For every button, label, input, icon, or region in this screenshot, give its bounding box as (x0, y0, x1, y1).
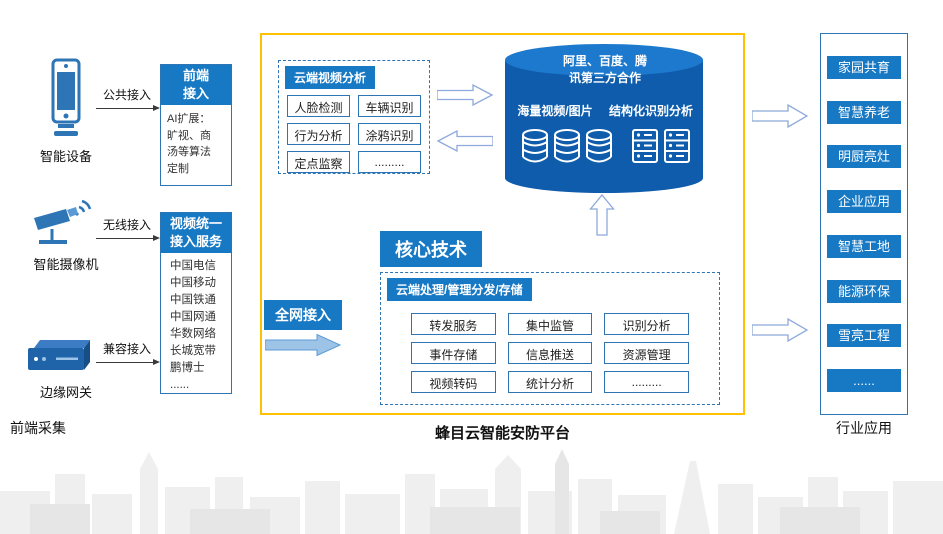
provider-item: 华数网络 (170, 328, 216, 340)
analysis-item: 车辆识别 (358, 95, 421, 117)
frontend-access-panel: 前端 接入 AI扩展： 旷视、商 汤等算法 定制 (160, 64, 232, 186)
processing-item: ......... (604, 371, 689, 393)
right-thin-arrow-icon (96, 235, 160, 241)
industry-panel: 家园共育智慧养老明厨亮灶企业应用智慧工地能源环保雪亮工程...... (820, 33, 908, 415)
provider-item: ...... (170, 379, 190, 391)
industry-app-item: 企业应用 (827, 190, 901, 214)
processing-item: 视频转码 (411, 371, 496, 393)
access-link-wireless: 无线接入 (96, 216, 160, 241)
industry-app-item: 能源环保 (827, 279, 901, 303)
access-label: 兼容接入 (102, 342, 151, 356)
flow-arrow-left-icon (437, 130, 493, 152)
right-thin-arrow-icon (96, 105, 160, 111)
provider-item: 中国电信 (170, 260, 216, 272)
cloud-analysis-group: 云端视频分析 人脸检测车辆识别行为分析涂鸦识别定点监察......... (278, 60, 430, 174)
server-rack-icon (632, 129, 658, 163)
frontend-access-body: AI扩展： 旷视、商 汤等算法 定制 (167, 113, 211, 175)
to-industry-arrow-top-icon (752, 104, 808, 128)
provider-item: 中国网通 (170, 311, 216, 323)
access-link-compatible: 兼容接入 (96, 340, 160, 365)
network-access-arrow-icon (265, 333, 341, 357)
smart-camera-icon (34, 199, 92, 244)
provider-list: 中国电信中国移动中国铁通中国网通华数网络长城宽带鹏博士...... (161, 253, 231, 394)
industry-app-item: 智慧工地 (827, 234, 901, 258)
industry-app-item: 智慧养老 (827, 100, 901, 124)
processing-item: 信息推送 (507, 342, 593, 364)
core-tech-label: 核心技术 (380, 231, 482, 267)
mass-video-label: 海量视频/图片 (517, 104, 593, 118)
access-link-public: 公共接入 (96, 86, 160, 111)
database-stack-icon (554, 129, 580, 163)
database-stack-icon (522, 129, 548, 163)
network-access-label: 全网接入 (264, 300, 342, 330)
industry-app-item: 明厨亮灶 (827, 145, 901, 169)
frontend-section-label: 前端采集 (10, 420, 66, 436)
analysis-item: 人脸检测 (287, 95, 350, 117)
video-access-title: 视频统一 接入服务 (161, 213, 231, 253)
provider-item: 长城宽带 (170, 345, 216, 357)
processing-item: 集中监管 (507, 313, 593, 335)
flow-arrow-right-icon (437, 84, 493, 106)
video-access-panel: 视频统一 接入服务 中国电信中国移动中国铁通中国网通华数网络长城宽带鹏博士...… (160, 212, 232, 394)
processing-item: 转发服务 (411, 313, 496, 335)
processing-item: 识别分析 (604, 313, 689, 335)
right-thin-arrow-icon (96, 359, 160, 365)
cloud-analysis-grid: 人脸检测车辆识别行为分析涂鸦识别定点监察......... (287, 95, 421, 173)
device-label: 边缘网关 (39, 385, 92, 400)
industry-list: 家园共育智慧养老明厨亮灶企业应用智慧工地能源环保雪亮工程...... (821, 34, 907, 414)
provider-item: 中国移动 (170, 277, 216, 289)
processing-item: 资源管理 (604, 342, 689, 364)
industry-app-item: 家园共育 (827, 55, 901, 79)
city-skyline (0, 449, 943, 534)
cloud-database-cylinder (505, 44, 703, 193)
provider-item: 鹏博士 (170, 362, 205, 374)
smart-device-icon (51, 58, 81, 136)
database-stack-icon (586, 129, 612, 163)
analysis-item: 定点监察 (287, 151, 350, 173)
analysis-item: 涂鸦识别 (358, 123, 421, 145)
device-label: 智能设备 (39, 149, 92, 164)
processing-item: 事件存储 (411, 342, 496, 364)
server-rack-icon (664, 129, 690, 163)
platform-section-label: 蜂目云智能安防平台 (434, 425, 570, 442)
cloud-processing-title: 云端处理/管理分发/存储 (387, 278, 532, 301)
structured-analysis-label: 结构化识别分析 (608, 104, 693, 118)
industry-app-item: 雪亮工程 (827, 324, 901, 348)
cloud-analysis-title: 云端视频分析 (285, 66, 376, 89)
industry-app-item: ...... (827, 369, 901, 393)
edge-gateway-icon (28, 340, 90, 370)
analysis-item: ......... (358, 151, 421, 173)
industry-section-label: 行业应用 (836, 420, 892, 436)
access-label: 公共接入 (102, 88, 151, 102)
cloud-processing-group: 云端处理/管理分发/存储 转发服务集中监管识别分析事件存储信息推送资源管理视频转… (380, 272, 720, 405)
frontend-access-title: 前端 接入 (161, 65, 231, 105)
provider-item: 中国铁通 (170, 294, 216, 306)
flow-arrow-up-icon (589, 194, 615, 236)
cloud-processing-grid: 转发服务集中监管识别分析事件存储信息推送资源管理视频转码统计分析........… (411, 313, 689, 393)
to-industry-arrow-bottom-icon (752, 318, 808, 342)
device-label: 智能摄像机 (33, 257, 99, 272)
processing-item: 统计分析 (507, 371, 593, 393)
third-party-label: 阿里、百度、腾 讯第三方合作 (562, 54, 647, 85)
analysis-item: 行为分析 (287, 123, 350, 145)
access-label: 无线接入 (102, 218, 151, 232)
